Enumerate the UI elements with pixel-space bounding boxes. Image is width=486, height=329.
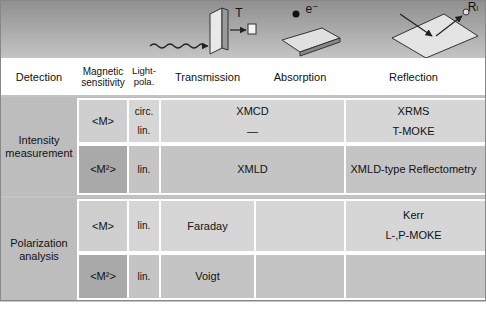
table-cell: Kerr <box>343 205 484 225</box>
polarization-group <box>0 198 486 301</box>
table-cell: lin. <box>128 145 160 194</box>
table-cell: lin. <box>128 254 160 299</box>
table-cell: lin. <box>128 200 160 252</box>
column-header: Absorption <box>255 60 345 94</box>
table-cell: XMLD <box>160 145 345 194</box>
absorption-illustration <box>282 11 340 57</box>
table-cell: — <box>160 121 345 141</box>
table-cell: lin. <box>128 121 160 140</box>
column-header: Reflection <box>343 60 484 94</box>
column-header: Detection <box>0 60 78 94</box>
table-cell: T-MOKE <box>343 121 484 141</box>
row-group-header: Polarization analysis <box>0 200 78 299</box>
signal-label: T <box>228 6 250 22</box>
column-header: Light-pola. <box>128 60 160 94</box>
table-cell: XMLD-type Reflectometry <box>343 145 484 194</box>
reflection-illustration <box>392 9 478 58</box>
table-cell: Voigt <box>160 254 255 299</box>
column-header: Transmission <box>160 60 255 94</box>
row-group-header: Intensity measurement <box>0 99 78 194</box>
table-cell: XRMS <box>343 101 484 121</box>
table-cell: <M> <box>78 99 128 143</box>
table-cell: <M> <box>78 200 128 252</box>
intensity-group <box>0 97 486 196</box>
signal-label: Rₗ <box>462 0 484 16</box>
table-cell: circ. <box>128 102 160 121</box>
table-cell: Faraday <box>160 200 255 252</box>
table-cell: XMCD <box>160 101 345 121</box>
table-cell: <M²> <box>78 254 128 299</box>
column-header: Magnetic sensitivity <box>78 60 128 94</box>
electron-label: e⁻ <box>300 2 324 18</box>
table-cell: L-,P-MOKE <box>343 225 484 245</box>
table-cell: <M²> <box>78 145 128 194</box>
header-band <box>0 0 486 58</box>
